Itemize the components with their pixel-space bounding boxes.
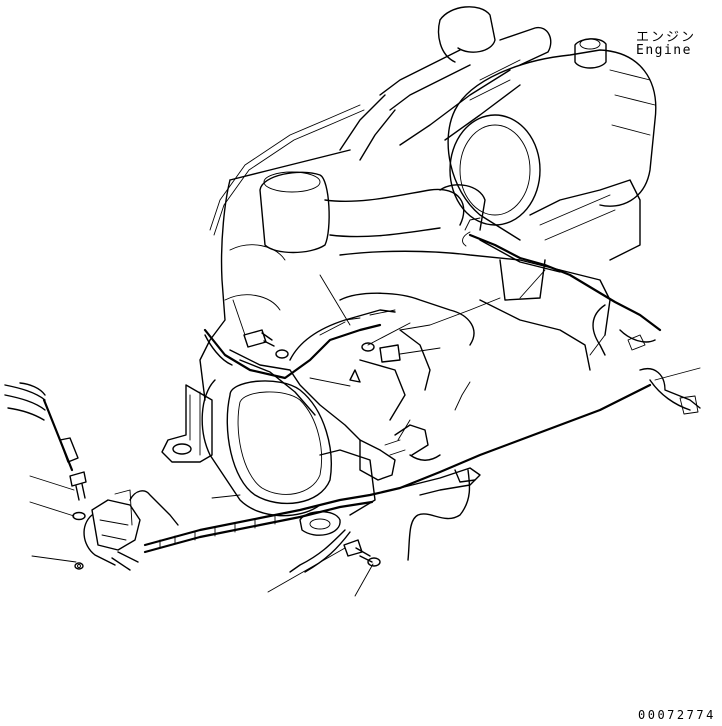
figure-number: 00072774 bbox=[638, 708, 716, 722]
air-cleaner bbox=[447, 38, 657, 241]
engine-block bbox=[199, 149, 641, 421]
leader-lines bbox=[29, 269, 701, 597]
left-connector-assembly bbox=[4, 382, 179, 571]
intake-pipes bbox=[339, 6, 552, 161]
engine-mount-left bbox=[161, 384, 213, 463]
wiring-harness-upper bbox=[203, 104, 662, 441]
fasteners-center bbox=[243, 329, 401, 567]
engine-label-japanese: エンジン bbox=[636, 30, 697, 45]
wiring-harness-lower bbox=[143, 368, 701, 573]
engine-label-english: Engine bbox=[636, 43, 692, 58]
